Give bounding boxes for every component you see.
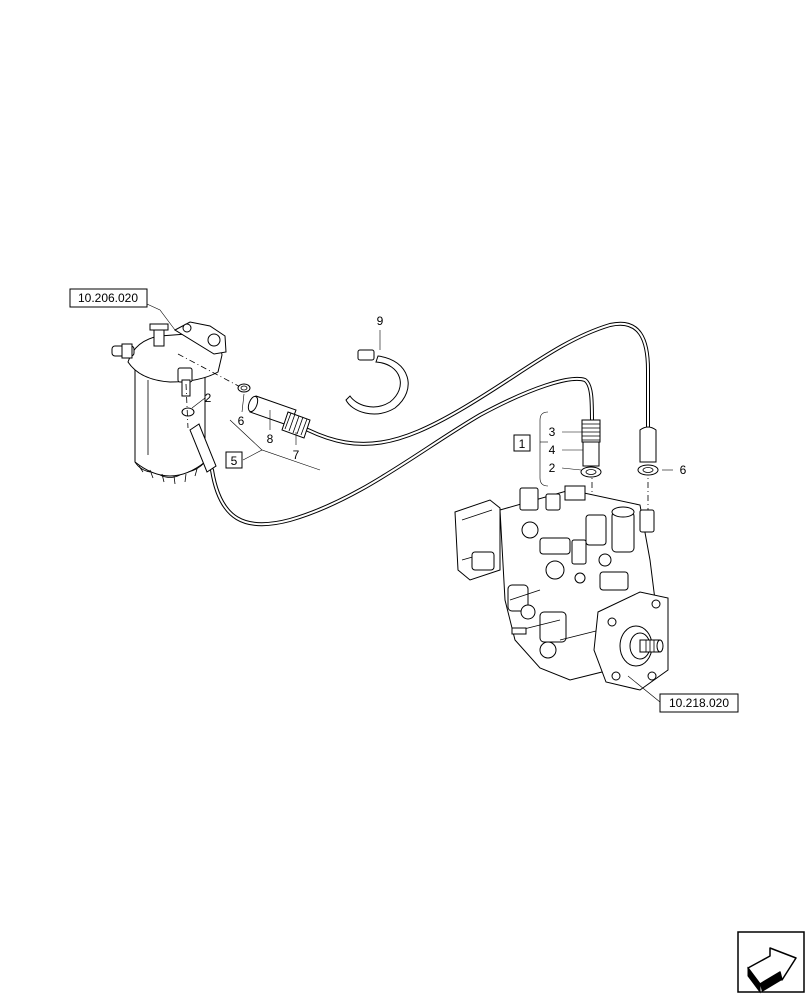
callout-box-1: 1 [513, 434, 531, 452]
callout-6-right: 6 [680, 463, 687, 477]
hose-clamp-right-b [637, 464, 659, 476]
ref-box-pump[interactable]: 10.218.020 [659, 693, 739, 713]
callout-6-left: 6 [238, 414, 245, 428]
callout-box-5: 5 [225, 451, 243, 469]
callout-4: 4 [549, 443, 556, 457]
callout-7: 7 [293, 448, 300, 462]
fuel-hose-lower [210, 377, 594, 527]
hose-clamp-left [237, 383, 251, 393]
callout-2-left: 2 [205, 391, 212, 405]
fuel-filter-assembly [111, 321, 227, 485]
callout-5: 5 [231, 454, 238, 468]
ref-label-pump: 10.218.020 [669, 696, 729, 710]
next-page-arrow-icon[interactable] [737, 931, 805, 994]
injection-pump [454, 485, 669, 691]
leader-lines [146, 303, 673, 703]
fuel-hose-upper [306, 321, 650, 446]
centerline-outlet [185, 383, 189, 429]
spring-guard [281, 411, 311, 439]
callout-2-right: 2 [549, 461, 556, 475]
ref-box-filter[interactable]: 10.206.020 [69, 288, 148, 308]
spring-guard-right [581, 419, 601, 443]
hose-sleeve-right [582, 441, 600, 467]
ref-label-filter: 10.206.020 [78, 291, 138, 305]
callout-8: 8 [267, 432, 274, 446]
hose-sleeve-return [639, 426, 657, 463]
hose-clamp-right-a [580, 466, 602, 478]
cable-tie [345, 349, 409, 415]
callout-9: 9 [377, 314, 384, 328]
callout-1: 1 [519, 437, 526, 451]
callout-3: 3 [549, 425, 556, 439]
